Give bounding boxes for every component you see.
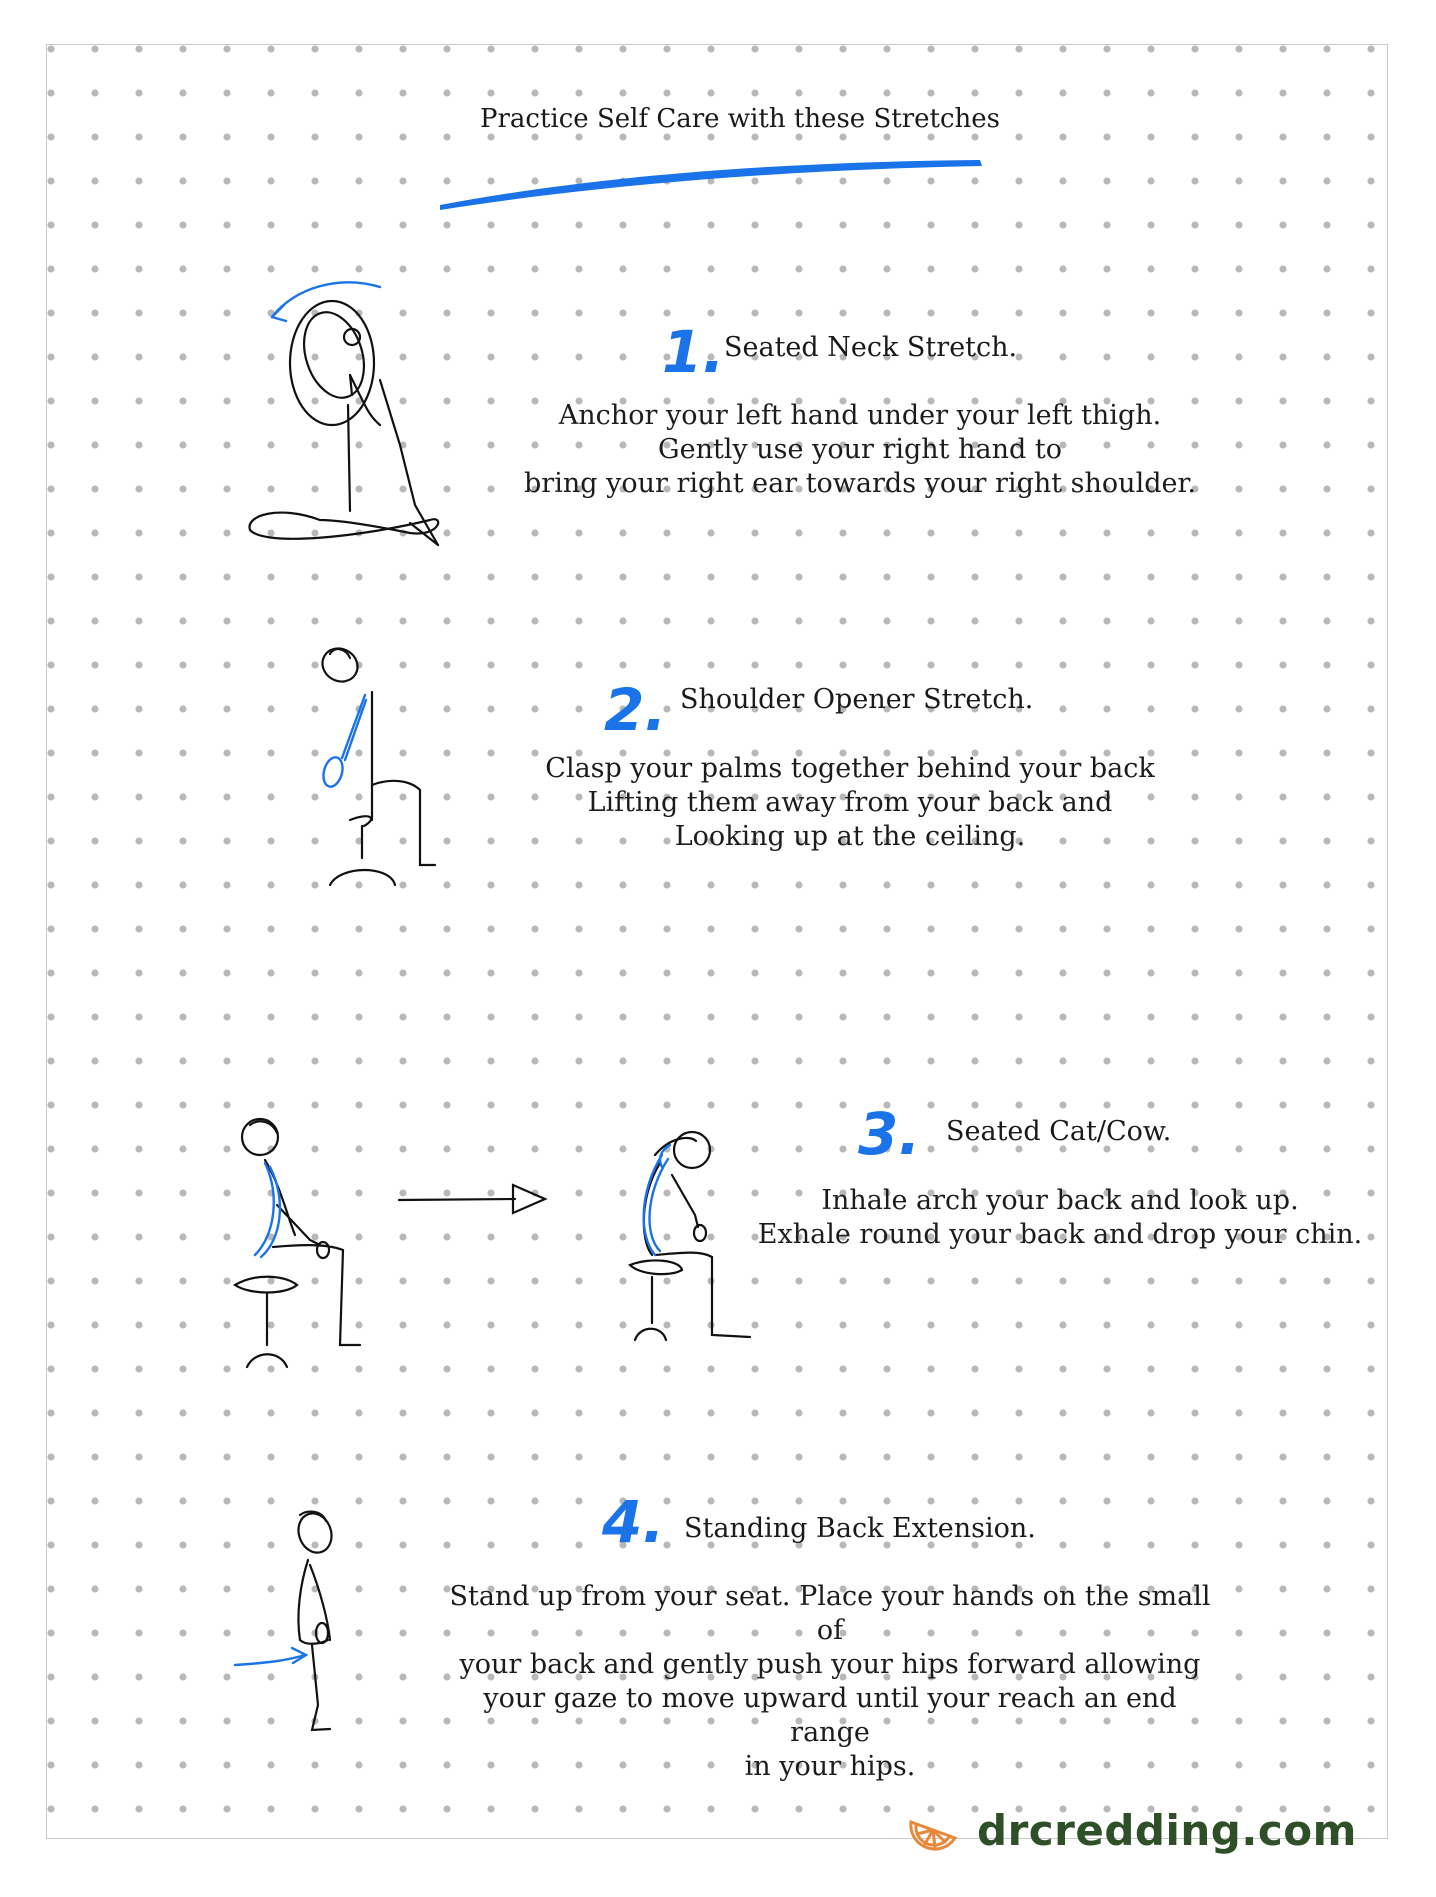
step-number-4: 4. [602,1488,665,1556]
stretch-line: your back and gently push your hips forw… [459,1649,1201,1680]
site-name: drcredding.com [977,1805,1357,1855]
standing-back-extension-figure [233,1510,333,1732]
stretch-title-4: Standing Back Extension. [684,1513,1036,1544]
neck-stretch-figure [248,281,440,547]
stretch-line: Inhale arch your back and look up. [821,1185,1299,1216]
stretch-line: Exhale round your back and drop your chi… [757,1219,1363,1250]
stretch-line: your gaze to move upward until your reac… [483,1683,1177,1748]
stretch-line: Stand up from your seat. Place your hand… [449,1581,1211,1646]
stretch-line: Looking up at the ceiling. [674,821,1026,852]
title-underline-brush [440,160,982,210]
stretch-body-2: Clasp your palms together behind your ba… [490,752,1210,854]
footer-brand: drcredding.com [903,1800,1357,1860]
stretch-line: Lifting them away from your back and [587,787,1113,818]
stretch-line: in your hips. [744,1751,916,1782]
stretch-body-3: Inhale arch your back and look up. Exhal… [740,1184,1380,1252]
arrow-right-icon [397,1183,548,1215]
cat-cow-arch-figure [232,1117,362,1369]
step-number-3: 3. [858,1100,921,1168]
cat-cow-round-figure [628,1130,752,1342]
page-title: Practice Self Care with these Stretches [480,104,1000,134]
stretch-line: Gently use your right hand to [658,434,1062,465]
step-number-1: 1. [662,318,725,386]
step-number-2: 2. [604,676,667,744]
stretch-body-1: Anchor your left hand under your left th… [500,399,1220,501]
shoulder-opener-figure [321,647,437,887]
stretch-body-4: Stand up from your seat. Place your hand… [440,1580,1220,1784]
stretch-line: Anchor your left hand under your left th… [558,400,1162,431]
stretch-line: Clasp your palms together behind your ba… [545,753,1155,784]
stretch-title-3: Seated Cat/Cow. [946,1116,1172,1147]
stretch-line: bring your right ear towards your right … [524,468,1196,499]
dot-grid-page [46,44,1388,1839]
orange-slice-icon [909,1819,958,1851]
stretch-title-2: Shoulder Opener Stretch. [680,684,1034,715]
stretch-title-1: Seated Neck Stretch. [724,332,1018,363]
